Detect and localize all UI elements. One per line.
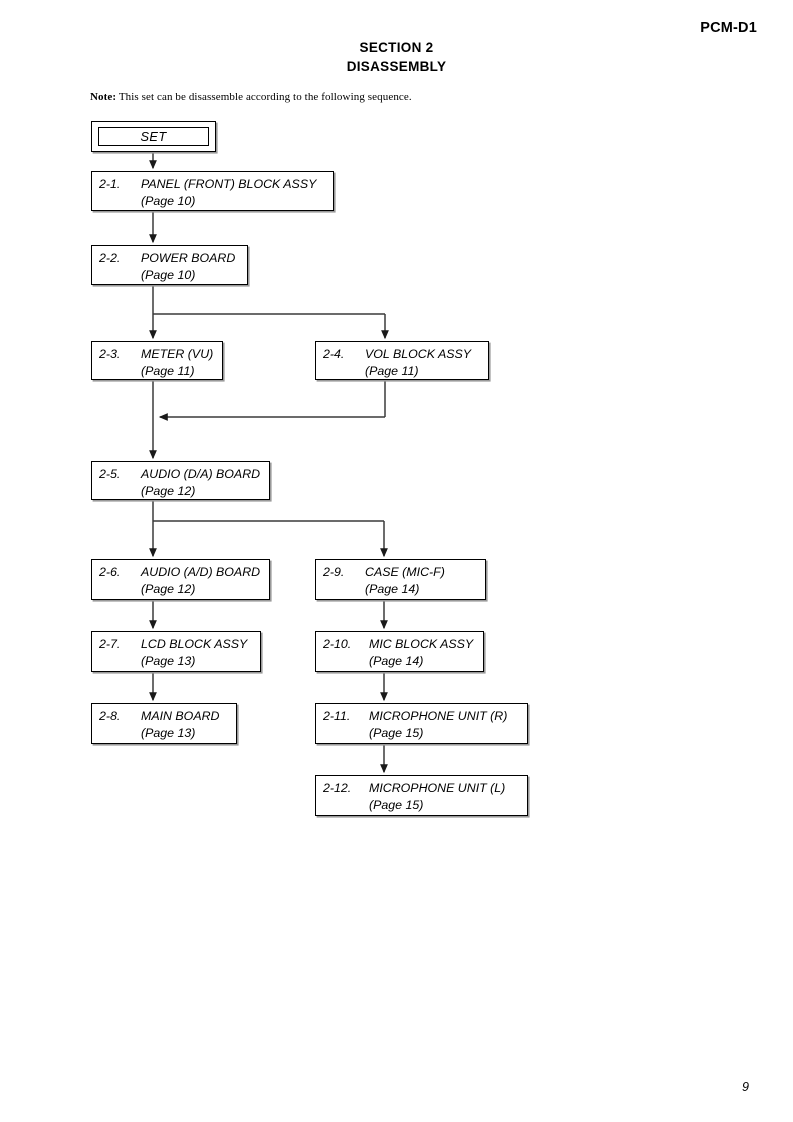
flow-node-content: 2-5. AUDIO (D/A) BOARD (Page 12) [92,462,269,499]
flow-node-index: 2-3. [99,347,121,361]
flow-node-text: POWER BOARD (Page 10) [141,250,235,284]
flow-node-page-ref: (Page 13) [141,654,196,668]
flow-node-page-ref: (Page 12) [141,484,196,498]
flow-node-text: PANEL (FRONT) BLOCK ASSY (Page 10) [141,176,316,210]
flow-node-2-4: 2-4. VOL BLOCK ASSY (Page 11) [315,341,489,380]
flow-node-text: MICROPHONE UNIT (L) (Page 15) [369,780,505,814]
flow-node-2-5: 2-5. AUDIO (D/A) BOARD (Page 12) [91,461,270,500]
flow-node-page-ref: (Page 13) [141,726,196,740]
flow-node-index: 2-8. [99,709,121,723]
flow-node-text: MIC BLOCK ASSY (Page 14) [369,636,473,670]
flow-node-page-ref: (Page 14) [365,582,420,596]
flow-node-content: 2-7. LCD BLOCK ASSY (Page 13) [92,632,260,671]
flow-node-content: 2-9. CASE (MIC-F) (Page 14) [316,560,485,599]
page-number: 9 [742,1080,749,1094]
flow-node-page-ref: (Page 14) [369,654,424,668]
flow-node-text: CASE (MIC-F) (Page 14) [365,564,445,598]
flow-node-text: METER (VU) (Page 11) [141,346,213,380]
flow-node-content: 2-1. PANEL (FRONT) BLOCK ASSY (Page 10) [92,172,333,210]
flow-node-2-9: 2-9. CASE (MIC-F) (Page 14) [315,559,486,600]
flow-node-page-ref: (Page 15) [369,726,424,740]
flow-node-index: 2-2. [99,251,121,265]
flow-node-title: MICROPHONE UNIT (R) [369,709,508,723]
flow-node-content: 2-6. AUDIO (A/D) BOARD (Page 12) [92,560,269,599]
flow-node-2-6: 2-6. AUDIO (A/D) BOARD (Page 12) [91,559,270,600]
flow-node-index: 2-11. [323,709,351,723]
section-name: DISASSEMBLY [346,59,447,74]
note-label: Note: [90,91,117,103]
flow-node-title: VOL BLOCK ASSY [365,347,472,361]
flow-node-text: MAIN BOARD (Page 13) [141,708,219,742]
flow-node-2-11: 2-11. MICROPHONE UNIT (R) (Page 15) [315,703,528,744]
flow-node-page-ref: (Page 11) [365,364,419,378]
flow-node-index: 2-7. [99,637,121,651]
flow-node-set: SET [91,121,216,152]
note-body: This set can be disassemble according to… [118,91,412,103]
flow-node-content: 2-10. MIC BLOCK ASSY (Page 14) [316,632,483,671]
flow-node-title: CASE (MIC-F) [365,565,445,579]
flow-node-index: 2-5. [99,467,121,481]
flow-node-text: AUDIO (D/A) BOARD (Page 12) [141,466,260,500]
flow-node-index: 2-12. [323,781,352,795]
flow-node-text: VOL BLOCK ASSY (Page 11) [365,346,471,380]
flow-node-text: MICROPHONE UNIT (R) (Page 15) [369,708,507,742]
flow-node-content: 2-12. MICROPHONE UNIT (L) (Page 15) [316,776,527,815]
flow-node-title: MAIN BOARD [141,709,220,723]
flow-node-page-ref: (Page 11) [141,364,195,378]
flow-node-title: POWER BOARD [141,251,236,265]
flow-node-2-12: 2-12. MICROPHONE UNIT (L) (Page 15) [315,775,528,816]
flow-node-page-ref: (Page 10) [141,268,196,282]
flow-node-content: 2-2. POWER BOARD (Page 10) [92,246,247,284]
flow-node-index: 2-1. [99,177,121,191]
flow-node-title: SET [140,129,167,144]
flow-node-index: 2-6. [99,565,121,579]
flow-node-title: AUDIO (A/D) BOARD [141,565,261,579]
flow-node-text: LCD BLOCK ASSY (Page 13) [141,636,247,670]
flow-node-index: 2-10. [323,637,352,651]
flow-node-2-2: 2-2. POWER BOARD (Page 10) [91,245,248,285]
flow-node-2-1: 2-1. PANEL (FRONT) BLOCK ASSY (Page 10) [91,171,334,211]
flow-node-title: PANEL (FRONT) BLOCK ASSY [141,177,317,191]
flow-node-index: 2-4. [323,347,345,361]
flow-node-page-ref: (Page 10) [141,194,196,208]
flow-node-title: AUDIO (D/A) BOARD [141,467,261,481]
flow-node-page-ref: (Page 12) [141,582,196,596]
flow-node-title: LCD BLOCK ASSY [141,637,248,651]
flow-node-2-3: 2-3. METER (VU) (Page 11) [91,341,223,380]
flow-node-title: MICROPHONE UNIT (L) [369,781,506,795]
flow-node-text: AUDIO (A/D) BOARD (Page 12) [141,564,260,598]
flow-node-inner-frame: SET [98,127,209,146]
flow-node-content: 2-11. MICROPHONE UNIT (R) (Page 15) [316,704,527,743]
flow-node-2-8: 2-8. MAIN BOARD (Page 13) [91,703,237,744]
model-identifier: PCM-D1 [700,20,757,36]
flow-node-index: 2-9. [323,565,345,579]
flow-node-title: METER (VU) [141,347,214,361]
section-number: SECTION 2 [359,40,434,55]
page-title: SECTION 2 DISASSEMBLY [0,38,793,76]
flow-node-2-7: 2-7. LCD BLOCK ASSY (Page 13) [91,631,261,672]
flow-node-content: 2-8. MAIN BOARD (Page 13) [92,704,236,743]
note-text: Note: This set can be disassemble accord… [90,91,412,103]
flow-node-page-ref: (Page 15) [369,798,424,812]
flow-node-title: MIC BLOCK ASSY [369,637,474,651]
flow-node-content: 2-4. VOL BLOCK ASSY (Page 11) [316,342,488,379]
flow-node-content: 2-3. METER (VU) (Page 11) [92,342,222,379]
flow-node-2-10: 2-10. MIC BLOCK ASSY (Page 14) [315,631,484,672]
